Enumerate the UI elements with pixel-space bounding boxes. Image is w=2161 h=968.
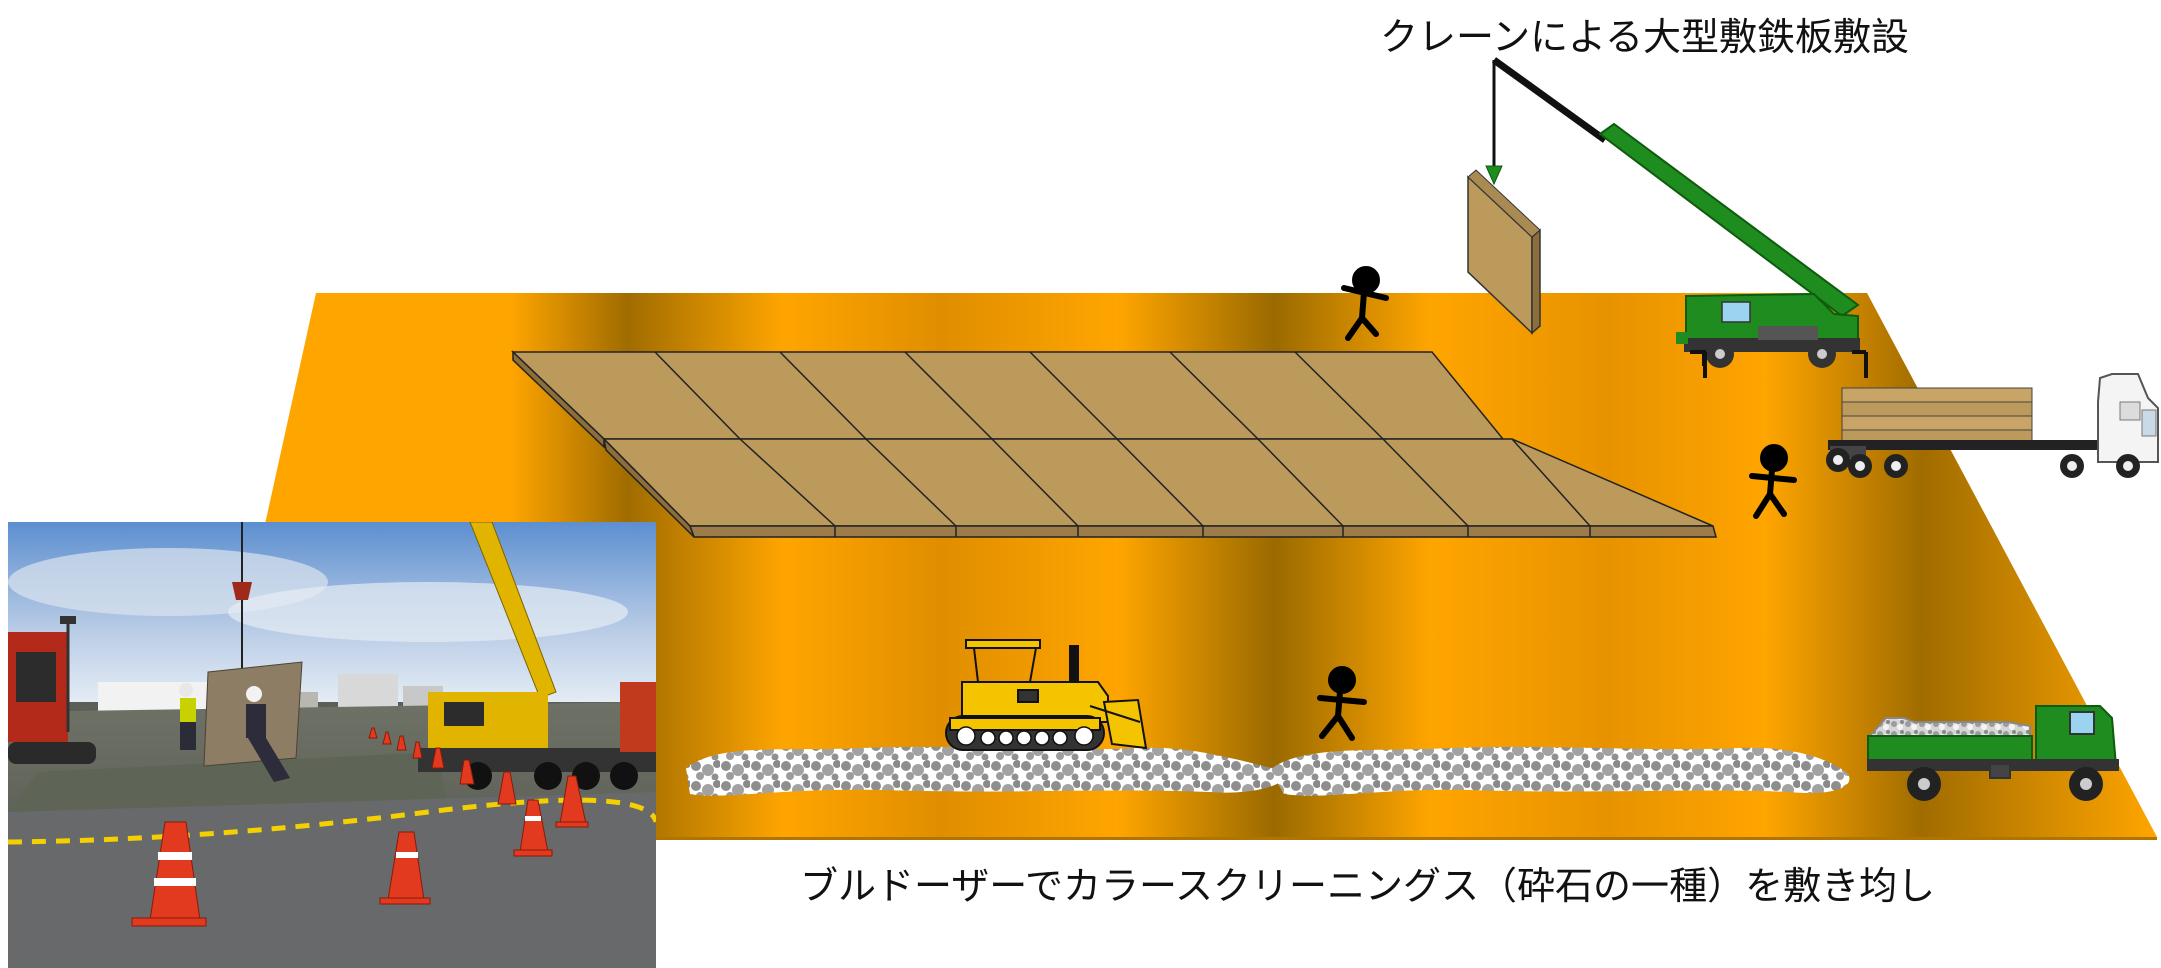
- ground-edge: [196, 837, 2157, 840]
- hanging-steel-plate-icon: [1467, 169, 1541, 335]
- gravel-strip: [686, 746, 1286, 796]
- bulldozer-caption: ブルドーザーでカラースクリーニングス（砕石の一種）を敷き均し: [800, 864, 1936, 908]
- worker-icon: [1317, 666, 1367, 741]
- steel-plates-front-row: [602, 436, 1717, 538]
- trailer-truck-icon: [1826, 373, 2159, 478]
- bulldozer-icon: [945, 639, 1148, 751]
- gravel-strip: [1270, 746, 1850, 796]
- crane-caption: クレーンによる大型敷鉄板敷設: [1380, 15, 1909, 59]
- steel-plates-back-row: [511, 350, 1505, 449]
- worker-icon: [1749, 444, 1797, 519]
- crane-icon: [1485, 57, 1868, 378]
- dump-truck-icon: [1865, 705, 2119, 801]
- site-photo: [8, 522, 656, 968]
- worker-icon: [1341, 266, 1389, 341]
